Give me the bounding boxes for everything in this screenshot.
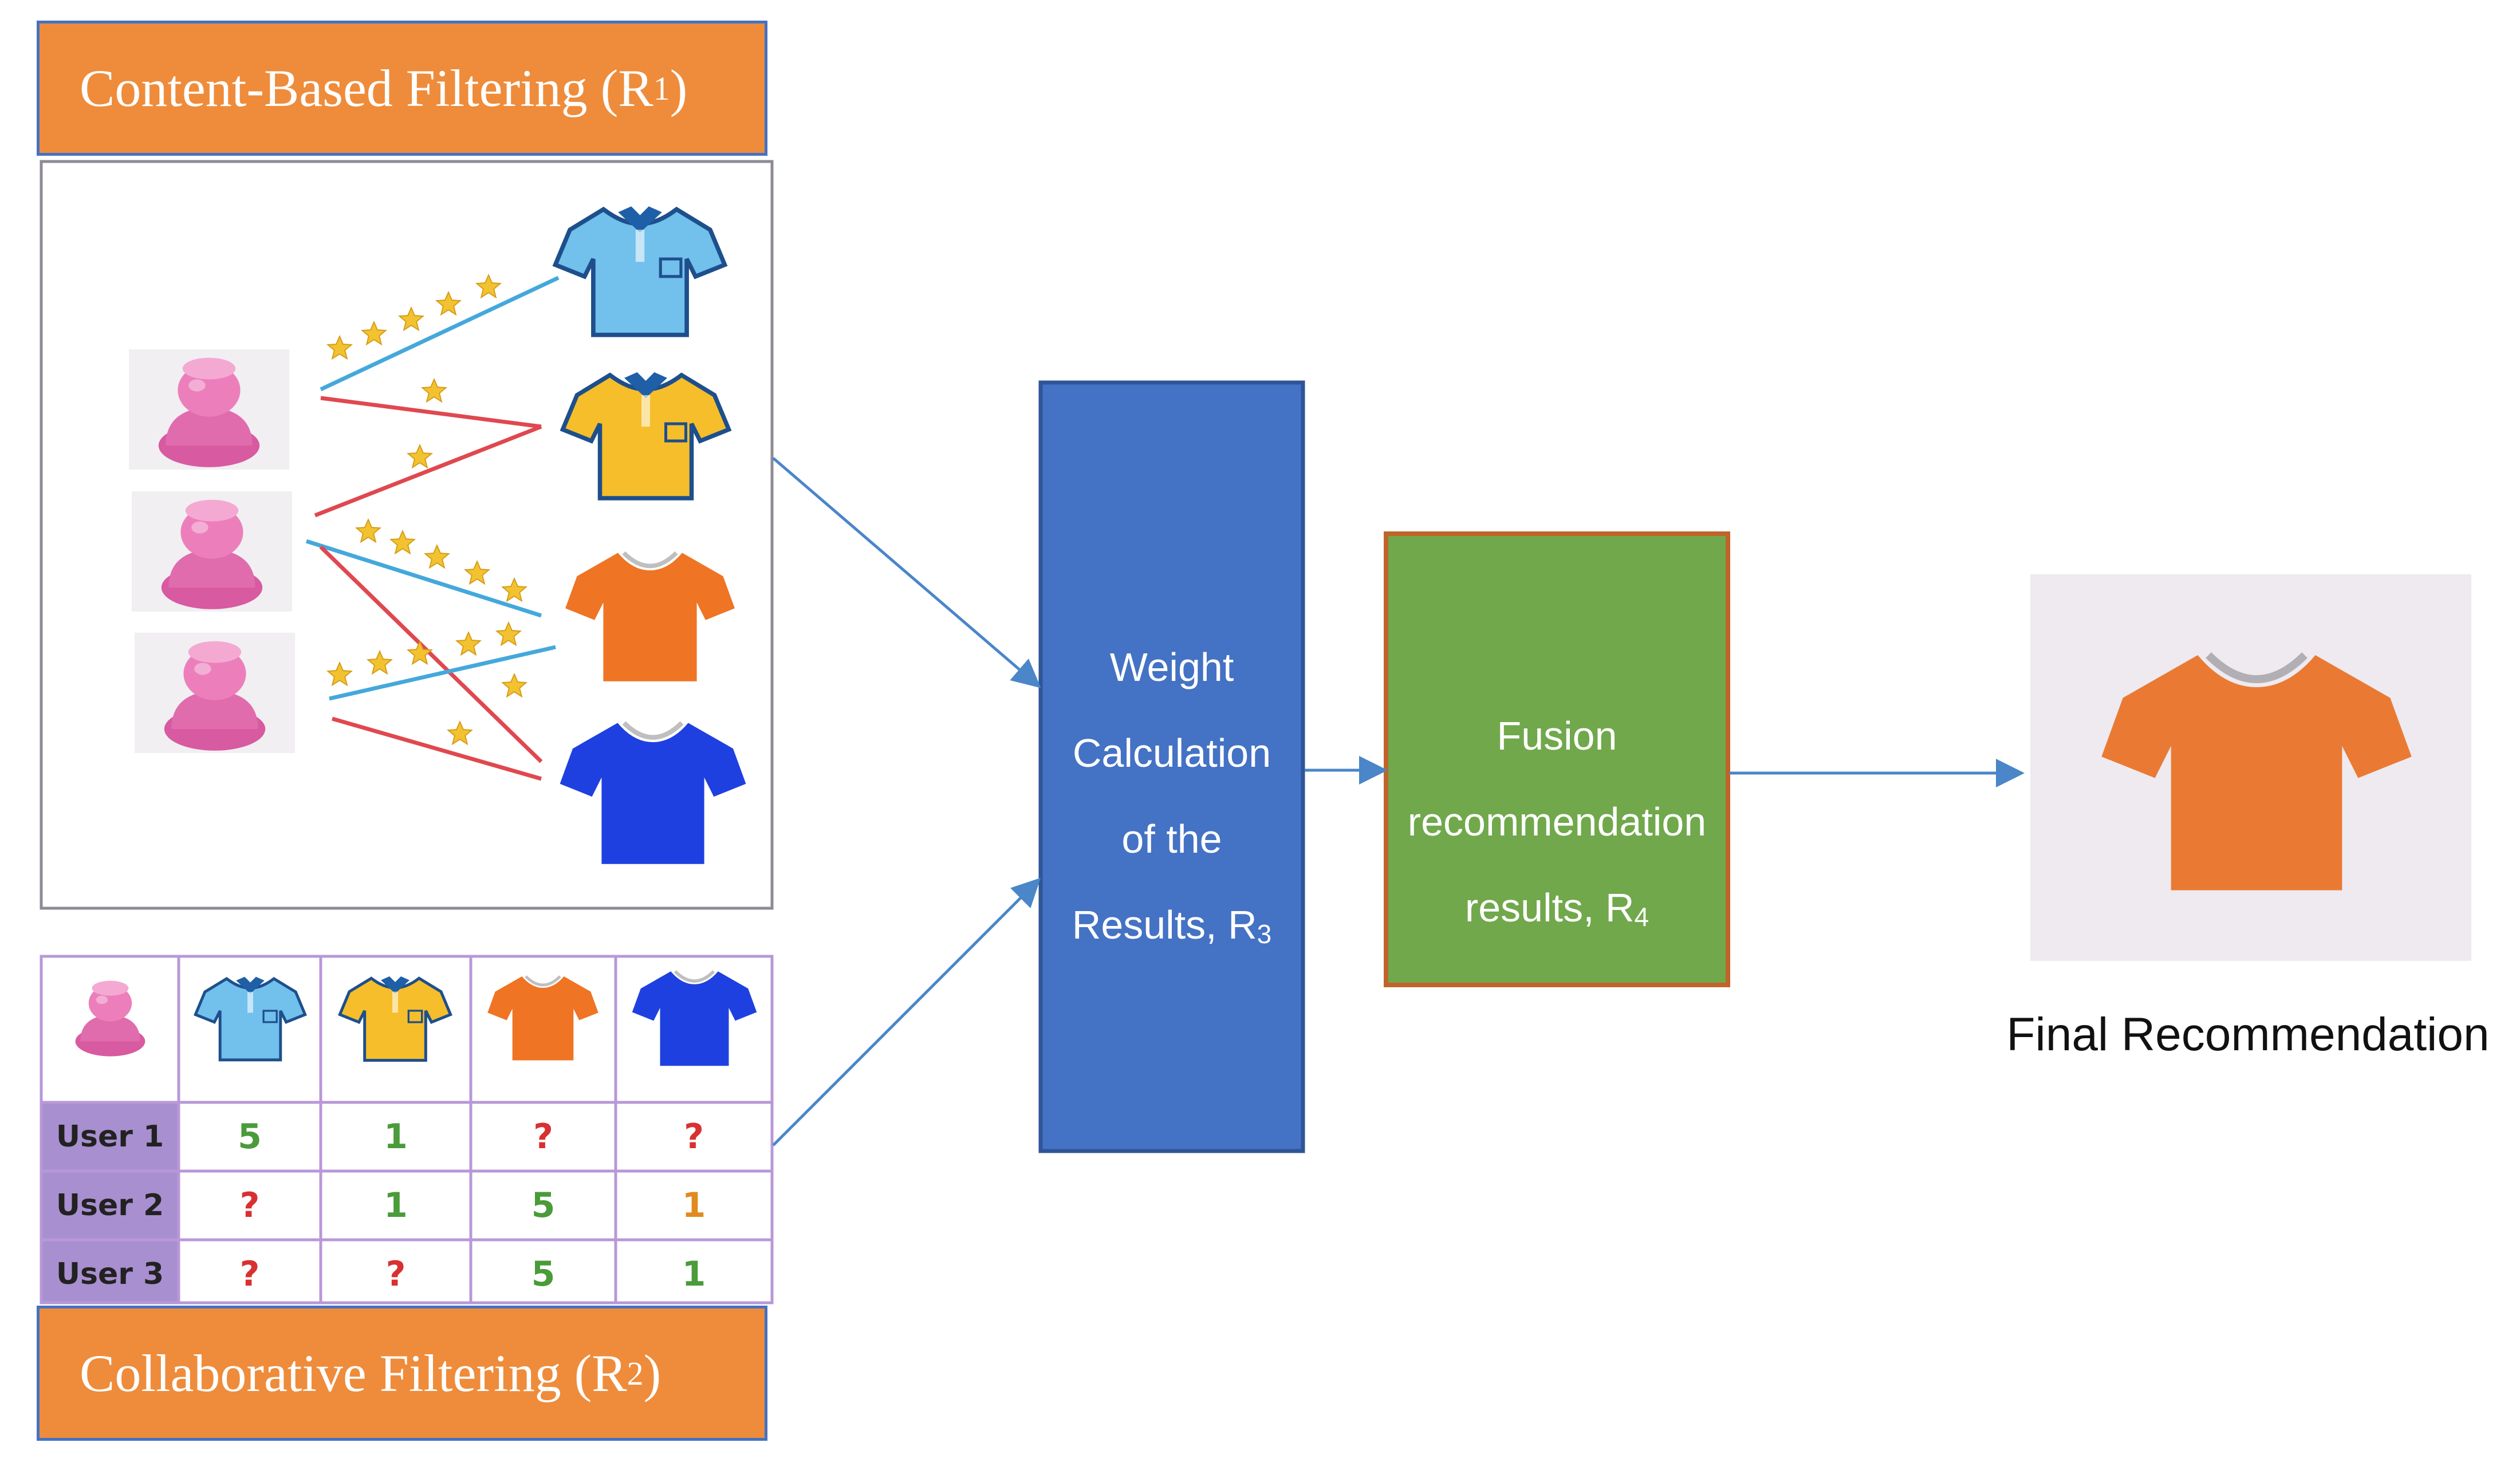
rating-line [314, 424, 542, 518]
content-based-panel [40, 160, 774, 910]
rating-line [329, 645, 556, 701]
weight-subscript: 3 [1257, 919, 1272, 949]
rating-line [319, 545, 543, 763]
weight-line-4-text: Results, R [1072, 902, 1257, 947]
rating-line [305, 539, 542, 618]
arrow-content-to-weight [772, 457, 1041, 688]
fusion-recommendation-text: Fusion recommendation results, R4 [1386, 693, 1728, 951]
collaborative-title: Collaborative Filtering (R [80, 1344, 627, 1402]
final-recommendation-label: Final Recommendation [2006, 1008, 2490, 1061]
rating-line [320, 396, 542, 429]
rating-cell: ? [239, 1185, 260, 1225]
rating-cell: 1 [682, 1254, 706, 1294]
fusion-recommendation-box [1384, 531, 1730, 987]
rating-cell: ? [684, 1117, 704, 1157]
rating-cell: ? [385, 1254, 406, 1294]
fusion-subscript: 4 [1634, 902, 1649, 932]
rating-cell: 5 [531, 1185, 556, 1225]
user-2-label: User 2 [56, 1188, 164, 1223]
user-1-label: User 1 [56, 1120, 164, 1154]
rating-cell: 1 [682, 1185, 706, 1225]
rating-cell: ? [239, 1254, 260, 1294]
weight-line-1: Weight [1109, 645, 1234, 689]
light-blue-polo-shirt [195, 977, 305, 1060]
ratings-matrix [40, 955, 774, 1304]
fusion-line-1: Fusion [1497, 714, 1617, 758]
user-3-label: User 3 [56, 1257, 164, 1291]
rating-line [320, 275, 560, 392]
rating-cell: 5 [531, 1254, 556, 1294]
fusion-line-2: recommendation [1407, 799, 1707, 844]
fusion-line-3: results, R4 [1386, 865, 1728, 951]
rating-line [332, 716, 542, 781]
yellow-polo-shirt [340, 976, 450, 1061]
weight-line-4: Results, R3 [1041, 882, 1303, 968]
weight-calculation-text: Weight Calculation of the Results, R3 [1041, 624, 1303, 968]
rating-cell: 1 [384, 1117, 408, 1157]
rating-cell: 1 [384, 1185, 408, 1225]
arrow-collaborative-to-weight [772, 877, 1041, 1146]
content-based-close: ) [670, 59, 688, 117]
weight-calculation-box [1038, 380, 1305, 1153]
content-based-subscript: 1 [653, 69, 670, 107]
collaborative-subscript: 2 [627, 1354, 644, 1392]
weight-line-2: Calculation [1072, 731, 1271, 775]
content-based-title: Content-Based Filtering (R [80, 59, 653, 117]
fusion-line-3-text: results, R [1464, 885, 1635, 930]
rating-cell: 5 [238, 1117, 262, 1157]
blue-tshirt [632, 971, 757, 1066]
collaborative-close: ) [643, 1344, 662, 1402]
orange-tshirt [487, 976, 598, 1061]
weight-line-3: of the [1121, 817, 1222, 861]
rating-cell: ? [533, 1117, 553, 1157]
